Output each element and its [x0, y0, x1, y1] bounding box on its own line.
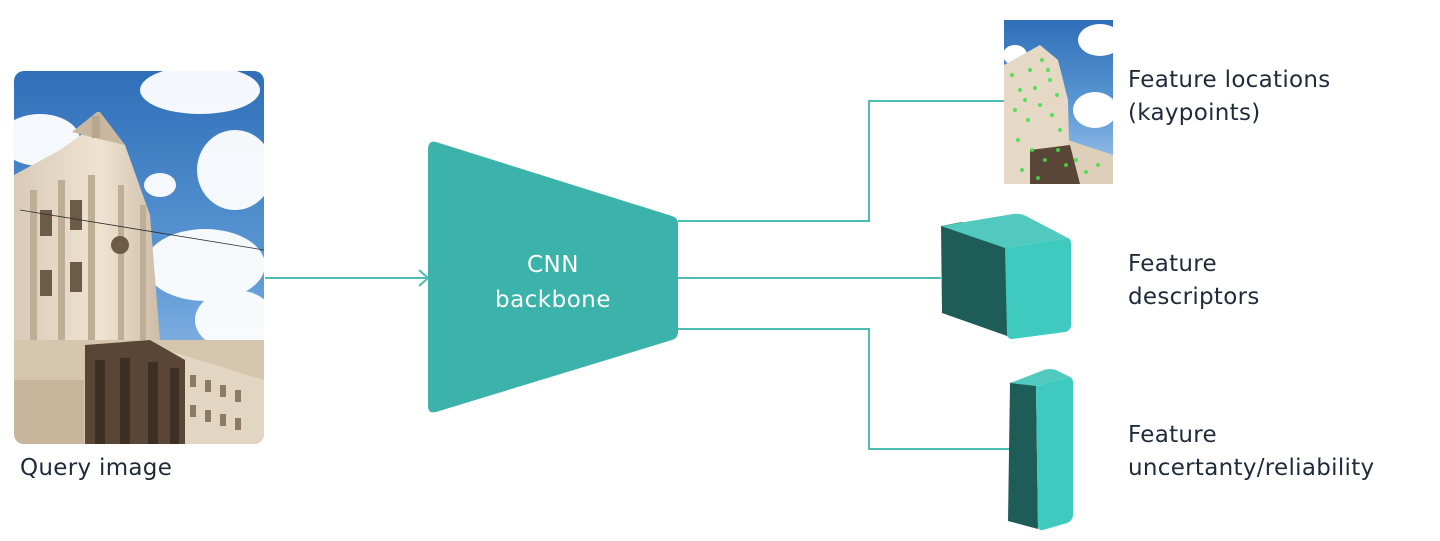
keypoints-output-label: Feature locations (kaypoints)	[1128, 64, 1331, 130]
query-image-caption-text: Query image	[20, 455, 173, 481]
uncertainty-output-label-line1: Feature	[1128, 422, 1218, 448]
descriptors-output-label: Feature descriptors	[1128, 248, 1260, 314]
descriptors-output-label-line2: descriptors	[1128, 284, 1260, 310]
keypoints-output-label-line1: Feature locations	[1128, 67, 1331, 93]
connectors	[265, 100, 1012, 450]
descriptors-cube	[941, 213, 1071, 339]
uncertainty-output-label: Feature uncertanty/reliability	[1128, 419, 1374, 485]
uncertainty-output-label-line2: uncertanty/reliability	[1128, 455, 1375, 481]
keypoints-output-label-line2: (kaypoints)	[1128, 100, 1261, 126]
cnn-backbone: CNN backbone	[428, 141, 678, 413]
uncertainty-connector	[678, 328, 1012, 450]
query-image-caption: Query image	[20, 452, 172, 485]
keypoints-connector	[678, 100, 1004, 222]
query-image	[14, 71, 264, 444]
cnn-label-line1: CNN	[527, 252, 579, 278]
descriptors-output-label-line1: Feature	[1128, 251, 1218, 277]
cnn-label-line2: backbone	[495, 287, 611, 313]
uncertainty-bar	[1008, 369, 1073, 531]
keypoints-image	[1004, 20, 1113, 184]
